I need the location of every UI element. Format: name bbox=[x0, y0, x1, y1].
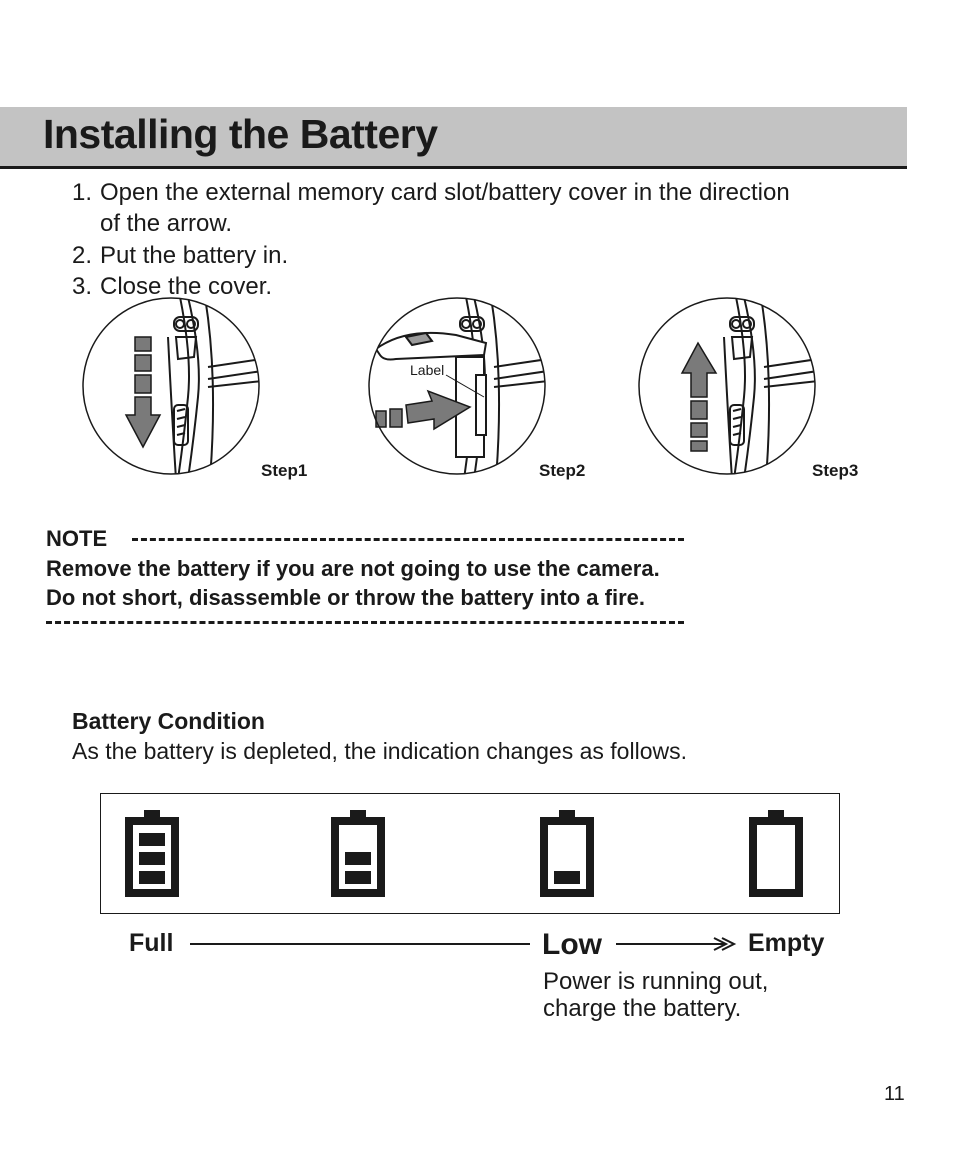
battery-terminal bbox=[768, 810, 784, 819]
battery-outline bbox=[331, 817, 385, 897]
step2-label: Step2 bbox=[539, 461, 586, 480]
title-bar bbox=[0, 107, 907, 169]
step-text-line: Open the external memory card slot/batte… bbox=[100, 179, 790, 206]
step-number: 2. bbox=[72, 242, 93, 269]
battery-terminal bbox=[559, 810, 575, 819]
note-heading: NOTE bbox=[46, 526, 108, 551]
step3-label: Step3 bbox=[812, 461, 859, 480]
battery-outline bbox=[125, 817, 179, 897]
battery-charge-bar bbox=[139, 833, 165, 846]
note-line-1: Remove the battery if you are not going … bbox=[46, 556, 660, 581]
battery-terminal bbox=[350, 810, 366, 819]
battery-condition-description: As the battery is depleted, the indicati… bbox=[72, 738, 687, 764]
level-empty-label: Empty bbox=[748, 929, 825, 957]
battery-callout-label: Label bbox=[410, 362, 445, 378]
step1-label: Step1 bbox=[261, 461, 308, 480]
battery-charge-bar bbox=[345, 871, 371, 884]
low-battery-description: Power is running out, charge the battery… bbox=[543, 968, 769, 1022]
battery-empty-icon bbox=[749, 810, 803, 897]
battery-condition-title: Battery Condition bbox=[72, 708, 265, 734]
battery-full-icon bbox=[125, 810, 179, 897]
battery-low-icon bbox=[540, 810, 594, 897]
step-text-line: Put the battery in. bbox=[100, 242, 289, 269]
battery-outline bbox=[749, 817, 803, 897]
battery-charge-bar bbox=[139, 852, 165, 865]
battery-outline bbox=[540, 817, 594, 897]
battery-two-thirds-icon bbox=[331, 810, 385, 897]
page-number: 11 bbox=[884, 1083, 905, 1105]
step-number: 1. bbox=[72, 179, 93, 206]
level-full-label: Full bbox=[129, 929, 174, 957]
step-text-line: Close the cover. bbox=[100, 273, 273, 300]
step1-illustration bbox=[82, 297, 260, 475]
battery-charge-bar bbox=[139, 871, 165, 884]
page-title: Installing the Battery bbox=[43, 111, 438, 157]
level-low-label: Low bbox=[542, 928, 602, 961]
step-text-line: of the arrow. bbox=[100, 210, 233, 237]
battery-charge-bar bbox=[345, 852, 371, 865]
battery-charge-bar bbox=[554, 871, 580, 884]
step-number: 3. bbox=[72, 273, 93, 300]
step3-illustration bbox=[638, 297, 816, 475]
step2-illustration bbox=[368, 297, 546, 475]
battery-terminal bbox=[144, 810, 160, 819]
battery-indicator-panel bbox=[100, 793, 840, 914]
note-bottom-divider bbox=[46, 621, 684, 624]
note-top-divider bbox=[132, 538, 684, 541]
full-to-low-line bbox=[190, 943, 530, 945]
arrow-right-icon bbox=[616, 937, 737, 951]
note-line-2: Do not short, disassemble or throw the b… bbox=[46, 585, 645, 610]
